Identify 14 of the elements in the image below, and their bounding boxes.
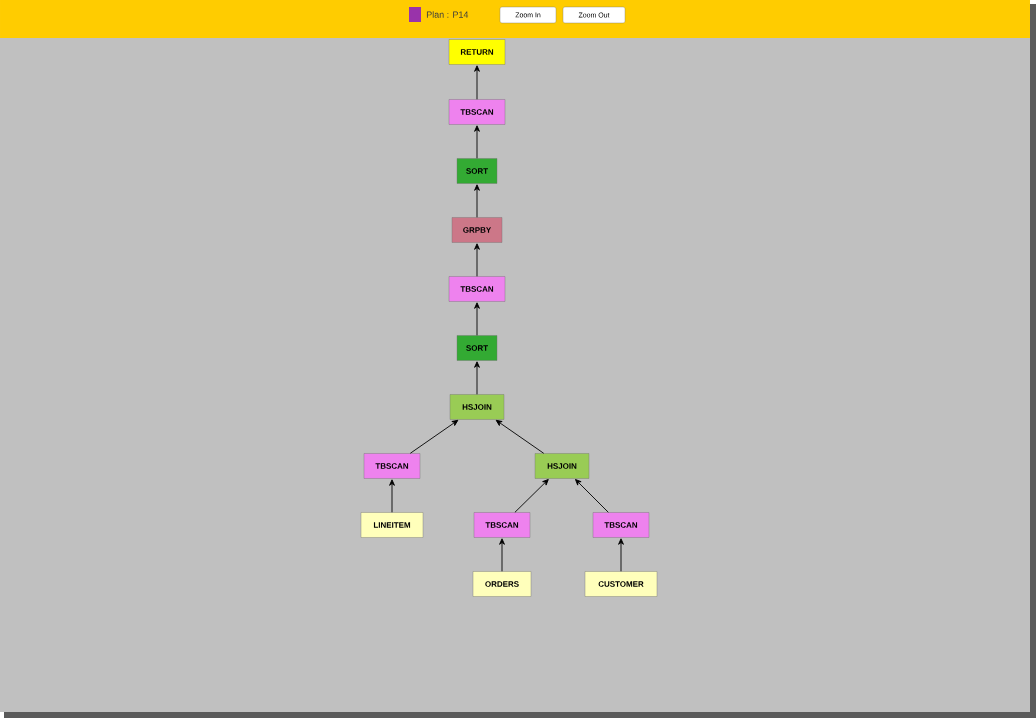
- arrow: [474, 361, 480, 395]
- arrow: [474, 125, 480, 159]
- arrow: [474, 65, 480, 100]
- arrow: [618, 538, 624, 572]
- arrow: [499, 538, 505, 572]
- arrow: [474, 302, 480, 336]
- arrow: [474, 184, 480, 218]
- arrow: [474, 243, 480, 277]
- arrow: [575, 479, 609, 513]
- arrow: [409, 419, 459, 454]
- plan-label: Plan : P14: [426, 11, 469, 18]
- arrow: [514, 479, 549, 513]
- arrow: [389, 479, 395, 513]
- arrow: [495, 419, 545, 454]
